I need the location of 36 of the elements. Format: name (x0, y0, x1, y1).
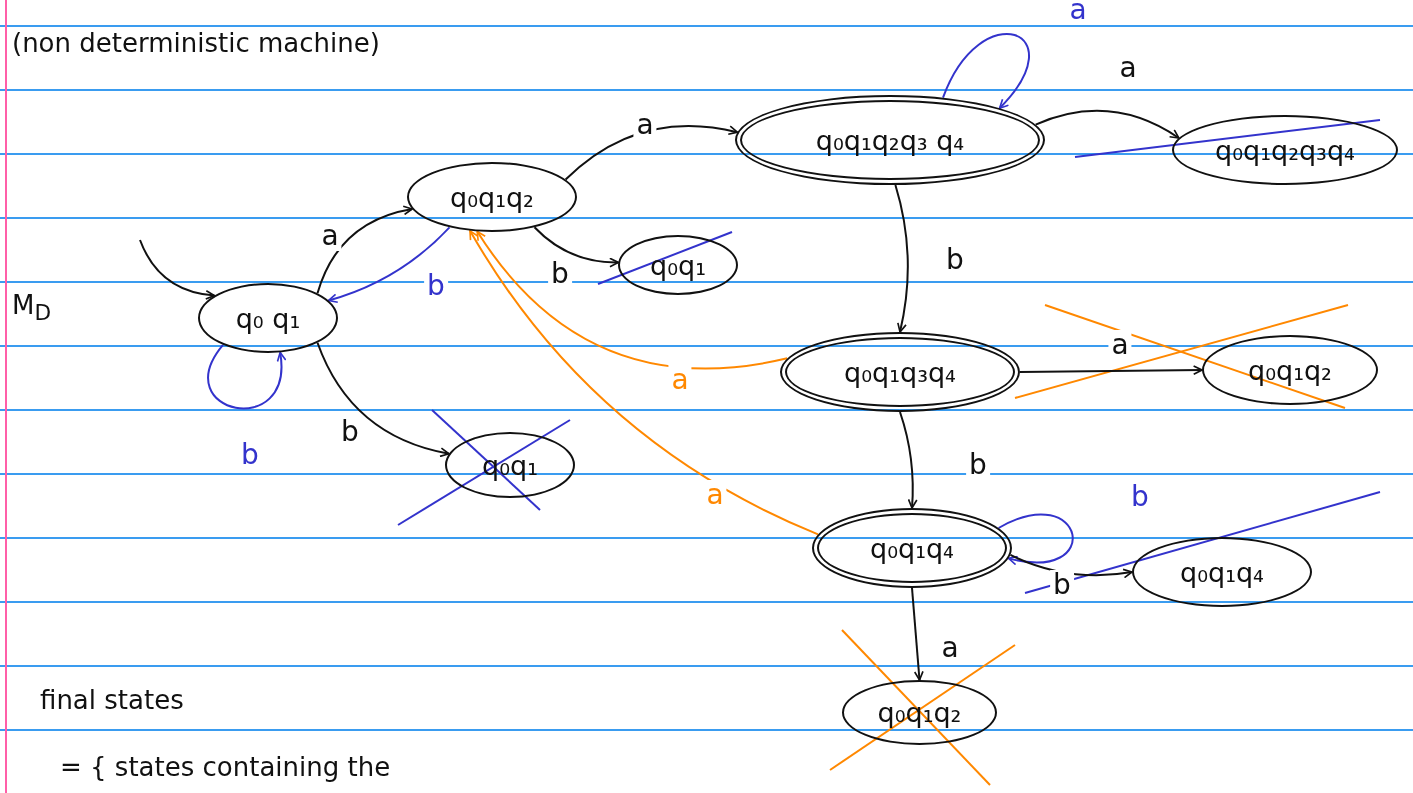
accepting-state-ellipse (735, 95, 1045, 185)
arrow (316, 341, 450, 457)
arrow (894, 183, 909, 333)
state-label: q₀q₁q₄ (870, 532, 954, 564)
state-label: q₀ q₁ (235, 302, 301, 334)
accepting-state-ellipse (812, 508, 1012, 588)
state-label: q₀q₁q₄ (1180, 556, 1264, 588)
arrow (469, 229, 820, 536)
arrow (476, 230, 789, 370)
state-label: q₀q₁q₂ (1248, 354, 1332, 386)
state-ellipse (407, 162, 577, 232)
note-text: (non deterministic machine) (12, 28, 380, 58)
state-label: q₀q₁q₃q₄ (844, 356, 956, 388)
accepting-state-ellipse (780, 332, 1020, 412)
arrow (899, 411, 918, 509)
state-label: q₀q₁q₂q₃ q₄ (815, 124, 965, 156)
arrow (327, 226, 451, 303)
state-ellipse (618, 235, 738, 295)
arrow (533, 226, 620, 268)
note-text: M$_{D}$ (12, 290, 52, 326)
arrow (911, 587, 924, 681)
self-loop-arrow (207, 343, 286, 410)
arrow (316, 205, 414, 295)
arrow (564, 124, 739, 181)
arrow (1034, 109, 1180, 140)
state-ellipse (1132, 537, 1312, 607)
state-label: q₀q₁q₂ (450, 181, 534, 213)
self-loop-arrow (997, 513, 1074, 565)
note-text: final states (40, 685, 184, 715)
note-text: = { states containing the (60, 752, 391, 782)
state-ellipse (1202, 335, 1378, 405)
self-loop-arrow (942, 33, 1030, 110)
arrow (1019, 365, 1203, 376)
arrow (139, 239, 216, 300)
state-ellipse (198, 283, 338, 353)
state-label: q₀q₁ (650, 249, 706, 281)
